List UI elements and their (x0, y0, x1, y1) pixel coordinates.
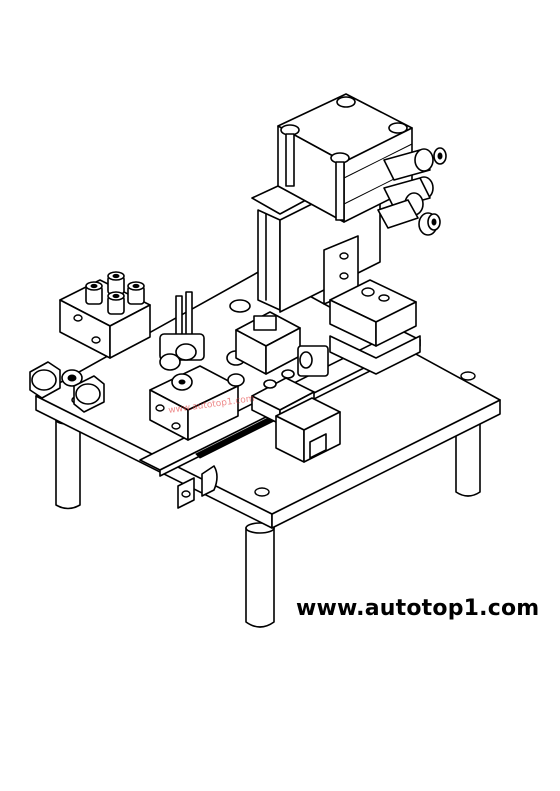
pneumatic-cylinder (277, 93, 413, 223)
cylinder-fittings (377, 147, 447, 236)
front-stop-block (275, 397, 341, 463)
right-clamp-block (329, 279, 421, 375)
website-url-label: www.autotop1.com (296, 596, 540, 621)
adjustment-knobs (29, 361, 105, 413)
push-in-fittings (85, 271, 145, 315)
center-slide-blocks (235, 311, 329, 425)
